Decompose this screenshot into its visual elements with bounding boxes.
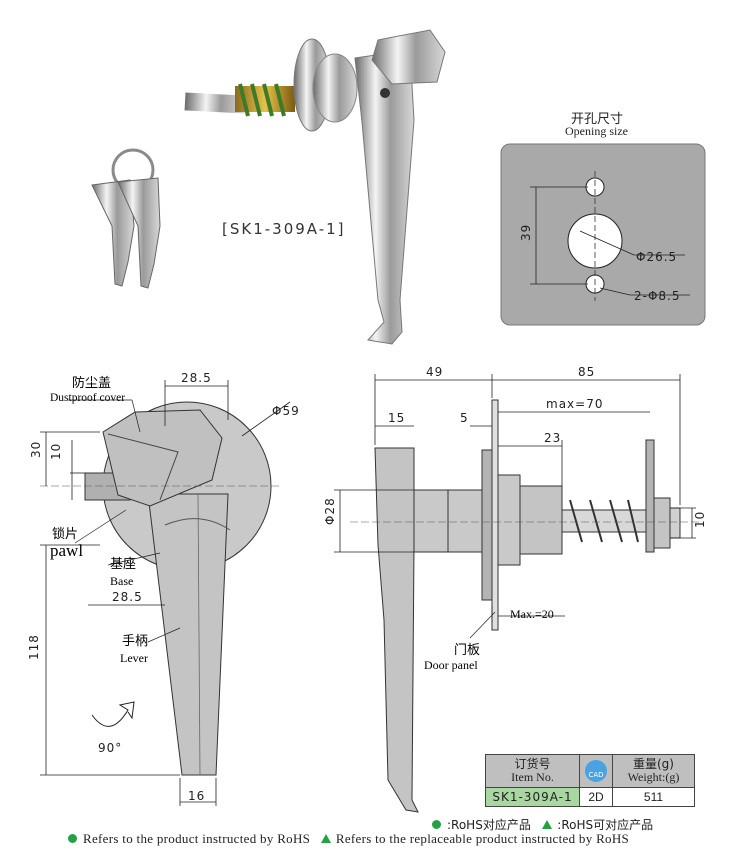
- dim-5: 5: [460, 411, 469, 425]
- pawl-photo: [184, 92, 246, 114]
- body-profile: [413, 489, 487, 553]
- label-base-en: Base: [110, 574, 133, 588]
- green-triangle-icon: [542, 820, 553, 829]
- dim-49: 49: [426, 365, 443, 379]
- spring-photo: [235, 83, 295, 117]
- dim-39: 39: [519, 224, 533, 241]
- cad-icon: CAD: [585, 760, 607, 782]
- dim-10-side: 10: [693, 511, 707, 528]
- label-lever-cn: 手柄: [122, 634, 148, 649]
- product-photo: [91, 29, 446, 345]
- dim-10: 10: [49, 443, 63, 460]
- green-dot-icon: [432, 820, 441, 829]
- col-item-no-cn: 订货号: [514, 757, 551, 771]
- dust-cover-shape: [102, 409, 223, 507]
- label-dust-cover-en: Dustproof cover: [50, 392, 125, 404]
- lever-photo: [354, 29, 446, 345]
- flange-profile: [481, 449, 493, 601]
- col-weight-cn: 重量(g): [633, 757, 674, 771]
- col-item-no: 订货号 Item No.: [485, 754, 580, 788]
- dim-118: 118: [27, 634, 41, 660]
- dim-mid-28-5: 28.5: [112, 590, 143, 604]
- rotate-arrow-icon: [91, 701, 135, 727]
- nut-profile: [497, 474, 521, 566]
- center-hole: [567, 213, 623, 269]
- legend-en: Refers to the product instructed by RoHS…: [68, 831, 629, 847]
- dim-holes-dia: 2-Φ8.5: [634, 289, 681, 303]
- dim-top-28-5: 28.5: [181, 371, 212, 385]
- door-panel-profile: [491, 399, 499, 631]
- dim-15: 15: [388, 411, 405, 425]
- opening-panel: 39 Φ26.5 2-Φ8.5: [500, 143, 706, 326]
- label-pawl-en: pawl: [50, 541, 83, 560]
- dim-center-dia: Φ26.5: [636, 250, 677, 264]
- side-view-drawing: 49 85 15 5 max=70 23 Φ28 10 Max.=20 门板 D…: [323, 365, 707, 813]
- legend-rohs-replace-en: Refers to the replaceable product instru…: [335, 831, 630, 846]
- dim-max70: max=70: [546, 397, 603, 411]
- angle-90: 90°: [98, 741, 122, 755]
- lever-profile: [374, 447, 419, 813]
- lever-shape: [147, 493, 229, 776]
- label-base-cn: 基座: [110, 557, 136, 572]
- dim-85: 85: [578, 365, 595, 379]
- green-triangle-icon: [320, 834, 331, 843]
- label-door-panel-en: Door panel: [424, 658, 478, 672]
- dim-dia-28: Φ28: [323, 497, 337, 525]
- cam-plate: [645, 439, 655, 553]
- label-lever-en: Lever: [120, 651, 148, 665]
- label-dust-cover-cn: 防尘盖: [72, 375, 111, 391]
- dim-dia-59: Φ59: [272, 404, 300, 418]
- label-door-panel-cn: 门板: [454, 643, 480, 658]
- front-view-drawing: 28.5 Φ59 30 10 28.5 118 16 90° 防尘盖 Dustp…: [27, 371, 300, 806]
- dim-30: 30: [29, 441, 43, 458]
- dim-23: 23: [544, 431, 561, 445]
- legend-rohs-replace-short: :RoHS可对应产品: [557, 818, 654, 832]
- model-tag: [SK1-309A-1]: [222, 220, 346, 238]
- label-pawl-cn: 锁片: [52, 526, 78, 542]
- keys-photo: [91, 148, 161, 289]
- green-dot-icon: [68, 834, 77, 843]
- col-item-no-en: Item No.: [511, 770, 554, 784]
- legend-short: :RoHS对应产品 :RoHS可对应产品: [432, 816, 653, 833]
- cell-weight: 511: [612, 787, 695, 807]
- legend-rohs-en: Refers to the product instructed by RoHS: [83, 831, 311, 846]
- dim-max20: Max.=20: [510, 607, 554, 621]
- cell-cad: 2D: [579, 787, 613, 807]
- spring-profile: [569, 499, 639, 543]
- opening-title-en: Opening size: [565, 124, 628, 138]
- legend-rohs-short: :RoHS对应产品: [447, 818, 531, 832]
- col-weight: 重量(g) Weight:(g): [612, 754, 695, 788]
- cell-item-no: SK1-309A-1: [485, 787, 580, 807]
- opening-title-cn: 开孔尺寸: [571, 112, 624, 127]
- dim-16: 16: [188, 789, 205, 803]
- order-table: 订货号 Item No. CAD 重量(g) Weight:(g) SK1-30…: [485, 754, 695, 807]
- col-weight-en: Weight:(g): [627, 770, 680, 784]
- col-cad: CAD: [579, 754, 613, 788]
